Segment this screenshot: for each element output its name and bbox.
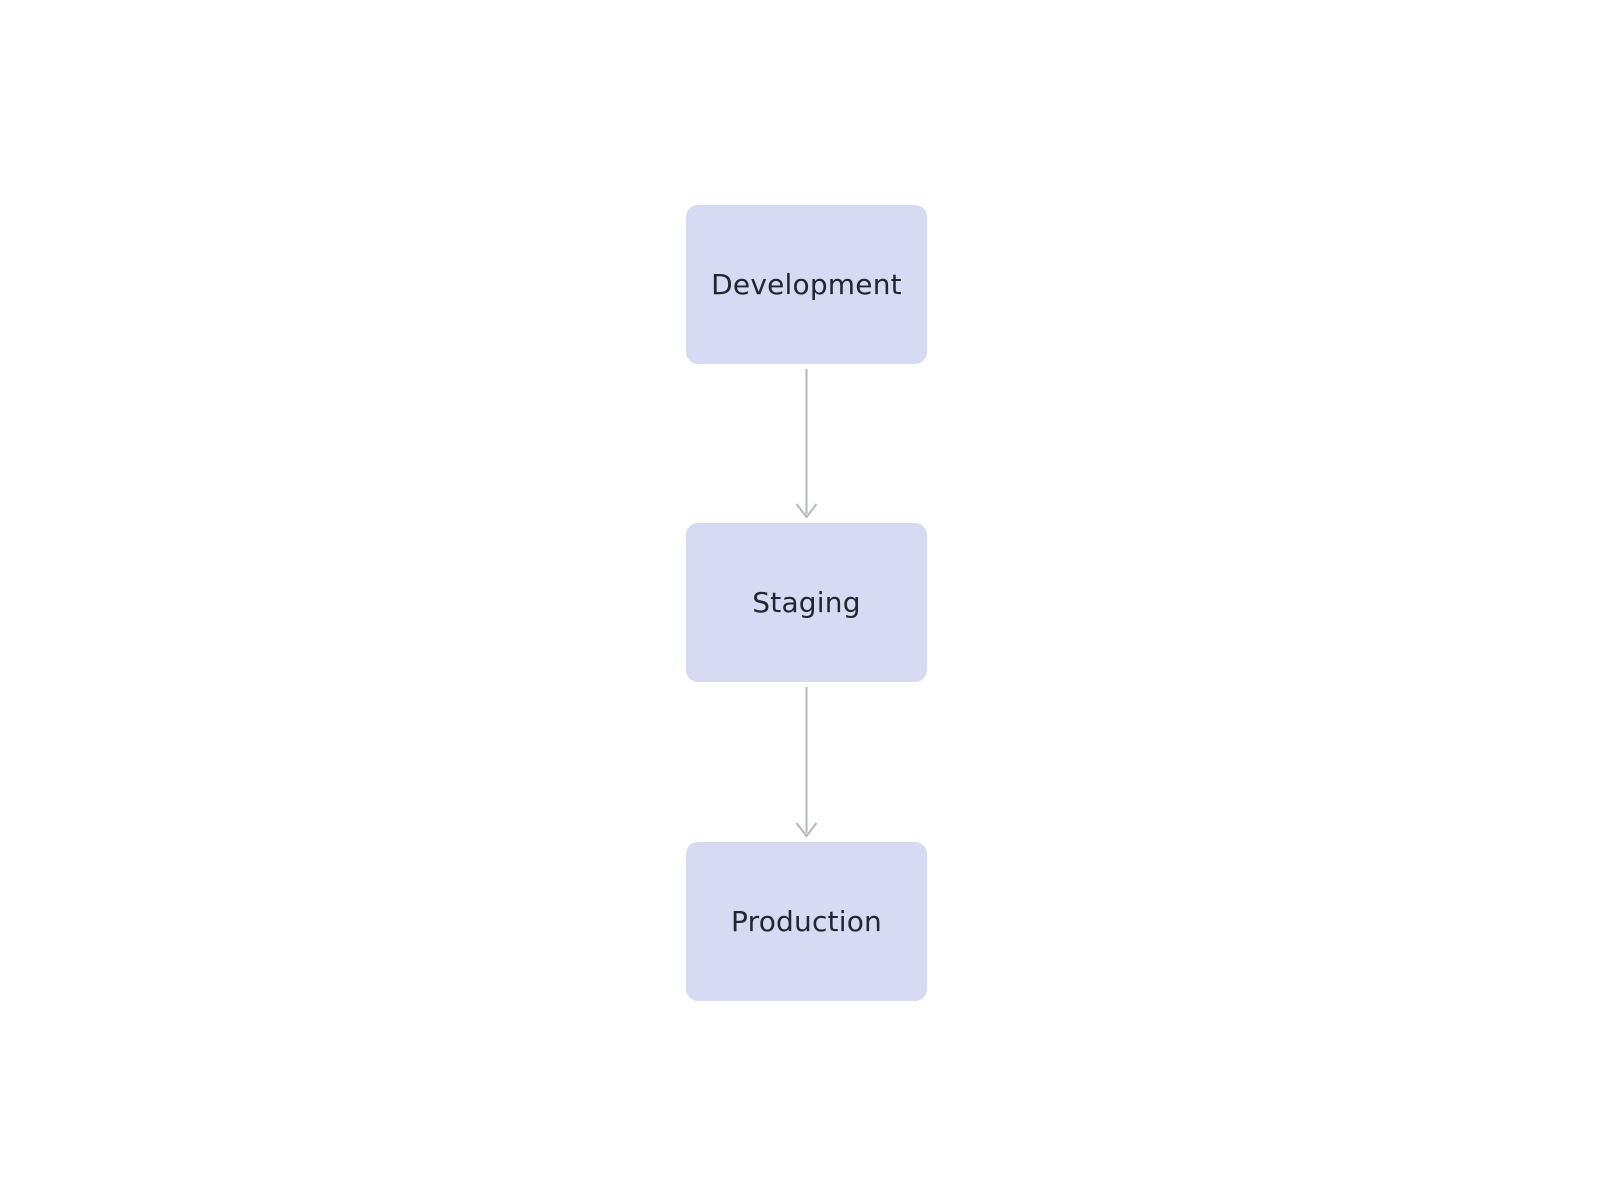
node-production: Production (686, 842, 927, 1001)
node-production-label: Production (731, 904, 882, 938)
arrow-down-icon (795, 687, 818, 838)
node-staging: Staging (686, 523, 927, 682)
node-development: Development (686, 205, 927, 364)
arrow-down-icon (795, 369, 818, 519)
node-staging-label: Staging (752, 585, 861, 619)
node-development-label: Development (711, 267, 902, 301)
